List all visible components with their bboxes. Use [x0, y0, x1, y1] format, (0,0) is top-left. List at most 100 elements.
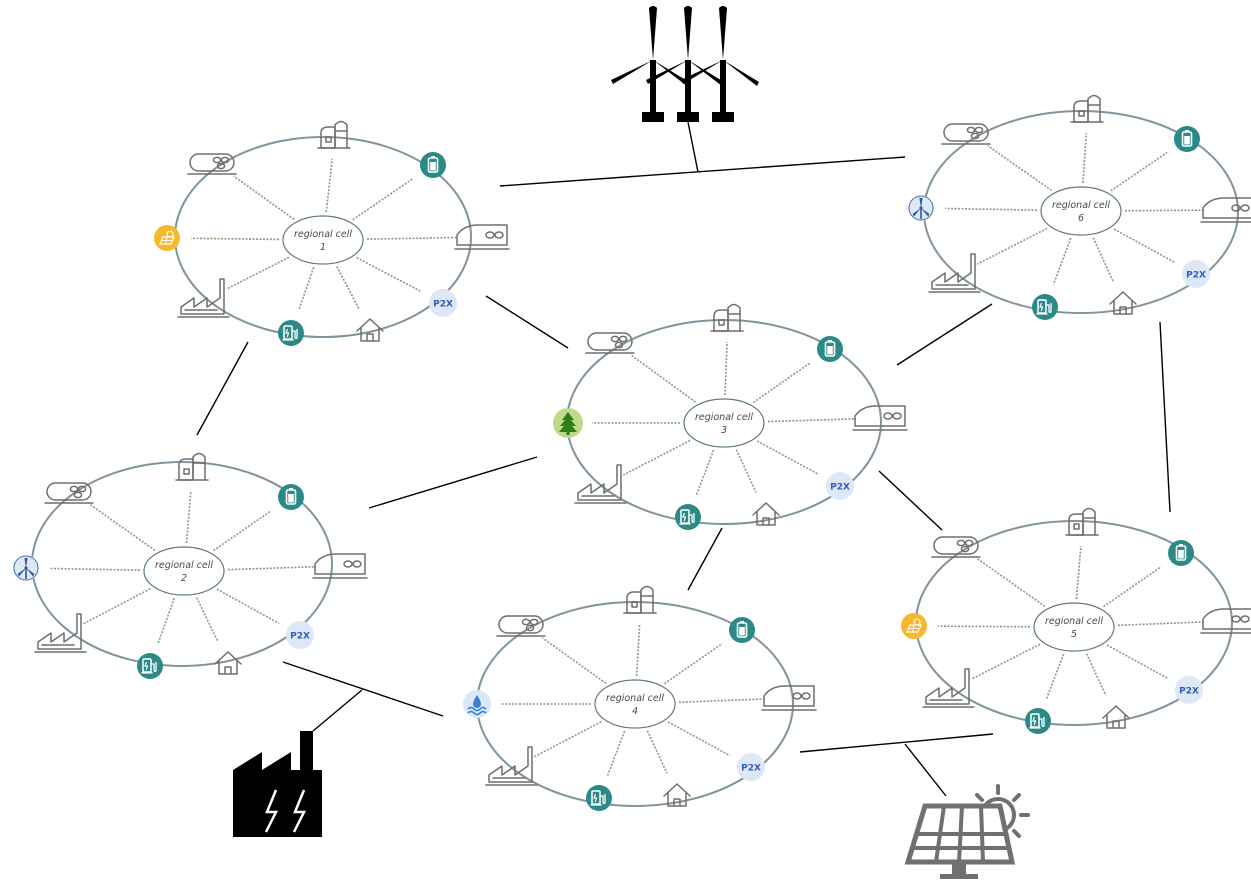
cell-hub — [143, 546, 225, 596]
cell-hub — [1040, 186, 1122, 236]
cell-label: regional cell — [606, 693, 664, 704]
ev-charger-icon — [277, 319, 305, 347]
silo-farm-icon — [1070, 94, 1104, 123]
flow-arrow-battery — [213, 509, 272, 552]
flow-arrow-silo — [635, 623, 641, 677]
flow-arrow-factory — [971, 643, 1041, 680]
flow-arrow-house — [196, 597, 219, 642]
flow-arrow-source — [190, 237, 280, 241]
cell-hub — [282, 215, 364, 265]
flow-arrow-p2x — [356, 256, 423, 293]
p2x-label: P2X — [290, 632, 310, 642]
silo-farm-icon — [175, 452, 209, 481]
link-wind-farm — [687, 121, 699, 173]
silo-farm-icon — [317, 120, 351, 149]
flow-arrow-p2x — [216, 588, 280, 625]
flow-arrow-factory — [82, 587, 151, 625]
cell-hub — [1033, 602, 1115, 652]
flow-arrow-train — [1117, 621, 1205, 627]
tank-car-icon — [496, 615, 546, 637]
battery-icon — [419, 151, 447, 179]
battery-icon — [728, 616, 756, 644]
tank-car-icon — [187, 153, 237, 175]
battery-icon — [1167, 539, 1195, 567]
energy-flow-arrows — [501, 623, 766, 776]
flow-arrow-battery — [752, 362, 811, 404]
flow-arrow-silo — [185, 490, 192, 544]
flow-arrow-ev — [1052, 237, 1072, 285]
flow-arrow-ev — [695, 449, 715, 495]
flow-arrow-house — [1085, 653, 1107, 696]
flow-arrow-p2x — [1113, 228, 1176, 264]
hydro-water-icon — [462, 689, 492, 719]
flow-arrow-battery — [1110, 151, 1168, 192]
link-cell3-cell6 — [896, 303, 993, 366]
link-cell1-cell2 — [196, 341, 249, 436]
flow-arrow-factory — [976, 227, 1048, 265]
flow-arrow-silo — [724, 341, 728, 396]
p2x-label: P2X — [1179, 687, 1199, 697]
p2x-label: P2X — [741, 764, 761, 774]
flow-arrow-silo — [1075, 545, 1082, 600]
flow-arrow-source — [944, 207, 1038, 211]
wind-turbine-icon — [12, 554, 40, 582]
house-icon — [356, 318, 384, 342]
factory-icon — [922, 668, 975, 708]
cell-number: 3 — [721, 425, 727, 436]
factory-icon — [34, 613, 87, 653]
ev-charger-icon — [1024, 707, 1052, 735]
flow-arrow-factory — [533, 720, 602, 758]
cell-hub — [683, 398, 765, 448]
flow-arrow-p2x — [756, 440, 820, 476]
link-cell3-cell5 — [878, 470, 943, 531]
tank-car-icon — [931, 536, 981, 558]
train-icon — [1200, 197, 1251, 223]
connection-lines — [196, 121, 1171, 797]
house-icon — [1109, 291, 1137, 315]
flow-arrow-tank — [987, 145, 1053, 192]
link-cell1-cell6 — [499, 156, 906, 187]
silo-farm-icon — [623, 585, 657, 614]
energy-flow-arrows — [49, 490, 317, 644]
energy-flow-arrows — [190, 158, 459, 311]
ev-charger-icon — [585, 784, 613, 812]
flow-arrow-train — [678, 698, 766, 704]
p2x-label: P2X — [830, 483, 850, 493]
flow-arrow-train — [227, 565, 317, 571]
flow-arrow-train — [767, 417, 857, 423]
flow-arrow-ev — [157, 597, 176, 644]
flow-arrow-house — [336, 266, 360, 310]
flow-arrow-tank — [977, 558, 1046, 608]
cell-hub — [594, 679, 676, 729]
flow-arrow-tank — [233, 175, 295, 220]
cell-number: 1 — [320, 242, 326, 253]
link-cell3-cell4 — [687, 527, 723, 591]
house-icon — [752, 502, 780, 526]
flow-arrow-train — [1124, 209, 1205, 212]
cell-number: 6 — [1078, 213, 1084, 224]
link-power-plant — [312, 689, 363, 732]
flow-arrow-p2x — [1106, 644, 1169, 680]
wind-turbine-icon — [907, 194, 935, 222]
link-cell1-cell3 — [485, 295, 569, 349]
energy-flow-arrows — [592, 341, 857, 495]
cell-number: 5 — [1071, 629, 1077, 640]
cell-label: regional cell — [294, 229, 352, 240]
flow-arrow-factory — [226, 256, 290, 290]
flow-arrow-source — [49, 567, 141, 571]
ev-charger-icon — [1031, 293, 1059, 321]
flow-arrow-source — [937, 625, 1031, 628]
solar-panel-icon — [153, 224, 181, 252]
biomass-tree-icon — [553, 408, 583, 438]
battery-icon — [1173, 125, 1201, 153]
cell-number: 2 — [181, 573, 187, 584]
battery-icon — [277, 483, 305, 511]
energy-flow-arrows — [937, 545, 1205, 699]
